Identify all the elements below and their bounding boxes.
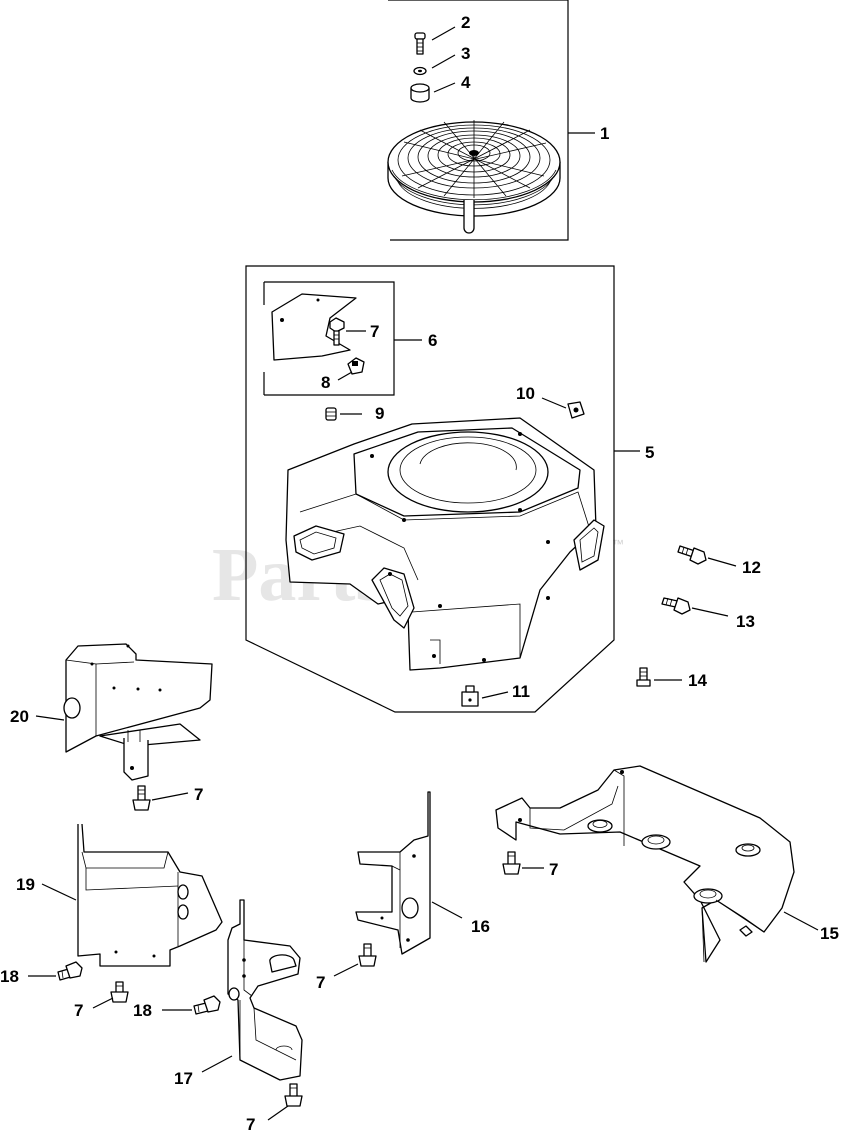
leader-7a	[151, 792, 189, 801]
leader-3	[431, 54, 456, 69]
screw-13-icon	[661, 597, 691, 615]
screw-2-icon	[414, 32, 426, 55]
leader-12	[707, 557, 737, 567]
callout-15: 15	[820, 924, 839, 943]
callout-18-a: 18	[0, 967, 19, 986]
callout-11: 11	[512, 682, 530, 701]
callout-13: 13	[736, 612, 755, 631]
callout-7-c: 7	[246, 1115, 255, 1134]
leader-15	[783, 911, 819, 931]
nut-10-icon	[567, 401, 585, 419]
screw-7-c-icon	[284, 1083, 303, 1107]
callout-7-d: 7	[316, 973, 325, 992]
callout-9: 9	[375, 404, 384, 423]
leader-7c	[267, 1105, 289, 1121]
callout-10: 10	[516, 384, 535, 403]
leader-13	[691, 607, 729, 617]
blower-housing-group	[245, 265, 640, 713]
callout-19: 19	[16, 875, 35, 894]
baffle-15-icon	[495, 765, 795, 963]
bolt-18-a-icon	[57, 961, 83, 981]
screw-7-a-icon	[132, 785, 151, 811]
fan-screen-1-icon	[387, 120, 561, 234]
callout-17: 17	[174, 1069, 193, 1088]
clip-11-icon	[461, 685, 479, 707]
washer-3-icon	[413, 66, 427, 76]
screw-7-b-icon	[110, 981, 129, 1003]
group-bracket-6	[264, 281, 395, 396]
trademark-symbol: ™	[612, 537, 624, 551]
callout-5: 5	[645, 443, 654, 462]
screw-12-icon	[677, 545, 707, 565]
bolt-18-b-icon	[193, 995, 221, 1015]
clip-9-icon	[325, 407, 337, 421]
leader-8	[337, 371, 353, 381]
callout-8: 8	[321, 373, 330, 392]
leader-20	[35, 715, 65, 721]
screw-7-e-icon	[502, 851, 521, 875]
callout-7-b: 7	[74, 1001, 83, 1020]
screw-7-d-icon	[358, 943, 377, 967]
callout-1: 1	[600, 124, 609, 143]
leader-11	[481, 691, 509, 699]
group-frame-5	[245, 265, 615, 713]
blower-housing-5-icon	[285, 417, 605, 671]
callout-7-e: 7	[549, 860, 558, 879]
callout-7-sub: 7	[370, 322, 379, 341]
group-bracket-1	[388, 0, 569, 241]
screw-14-icon	[636, 667, 651, 687]
shroud-19-icon	[77, 823, 223, 967]
callout-20: 20	[10, 707, 29, 726]
spacer-4-icon	[410, 83, 430, 103]
callout-6: 6	[428, 331, 437, 350]
leader-10	[541, 397, 567, 409]
callout-2: 2	[461, 13, 470, 32]
leader-19	[41, 883, 77, 901]
leader-16	[431, 901, 463, 919]
leader-17	[201, 1055, 233, 1073]
shroud-20-icon	[63, 643, 213, 781]
callout-3: 3	[461, 44, 470, 63]
callout-7-a: 7	[194, 785, 203, 804]
screw-7-small-icon	[329, 317, 345, 346]
leader-2	[431, 26, 456, 41]
callout-18-b: 18	[133, 1001, 152, 1020]
leader-7d	[333, 963, 359, 977]
screen-assembly-group	[387, 0, 595, 241]
callout-4: 4	[461, 73, 471, 92]
leader-4	[433, 82, 456, 93]
callout-14: 14	[688, 671, 707, 690]
callout-12: 12	[742, 558, 761, 577]
callout-labels: 2 3 4 1 7 6 8 9 10 5 12 13 14 11 20 7 7 …	[0, 13, 839, 1134]
callout-16: 16	[471, 917, 490, 936]
leader-7b	[92, 997, 114, 1009]
bracket-17-icon	[227, 899, 303, 1081]
nut-8-icon	[347, 357, 365, 375]
bracket-16-icon	[355, 791, 431, 955]
